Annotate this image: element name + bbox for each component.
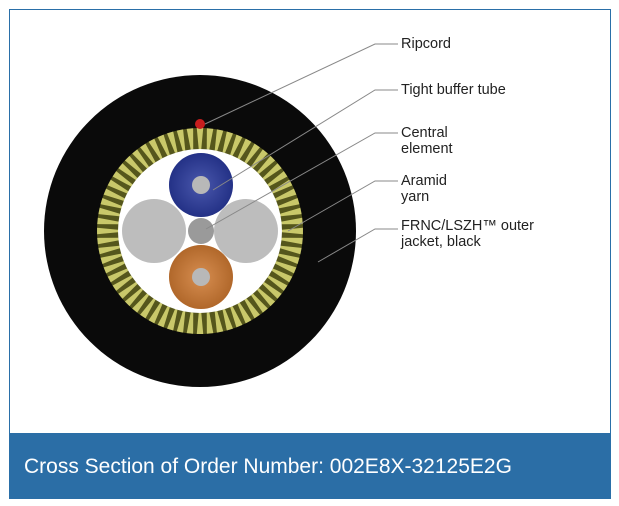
aramid-strand: [244, 298, 260, 319]
aramid-strand: [257, 288, 276, 307]
aramid-strand: [167, 131, 178, 153]
aramid-strand: [140, 143, 156, 164]
aramid-strand: [262, 163, 282, 180]
aramid-strand: [124, 155, 143, 174]
aramid-strand: [103, 188, 125, 201]
aramid-strand: [281, 217, 303, 225]
aramid-strand: [103, 261, 125, 274]
label-ripcord: Ripcord: [401, 36, 451, 52]
aramid-strand: [278, 253, 300, 264]
aramid-strand: [267, 275, 288, 291]
caption-text: Cross Section of Order Number: 002E8X-32…: [24, 455, 512, 478]
filler-right: [214, 199, 278, 263]
aramid-strand: [206, 312, 214, 334]
aramid-strand: [148, 302, 163, 324]
aramid-strand: [280, 207, 302, 217]
aramid-strand: [230, 134, 243, 156]
aramid-strand: [167, 309, 178, 331]
aramid-strand: [196, 128, 204, 150]
aramid-strand: [262, 282, 282, 299]
aramid-strand: [281, 227, 303, 235]
aramid-strand: [118, 163, 138, 180]
aramid-strand: [112, 171, 133, 187]
aramid-strand: [267, 171, 288, 187]
aramid-strand: [251, 293, 268, 313]
aramid-strand: [148, 138, 163, 160]
aramid-strand: [140, 298, 156, 319]
aramid-strand: [97, 237, 119, 245]
aramid-strand: [132, 293, 149, 313]
aramid-strand: [100, 198, 122, 209]
aramid-strand: [278, 198, 300, 209]
aramid-strand: [132, 149, 149, 169]
aramid-strand: [196, 312, 204, 334]
aramid-strand: [214, 311, 224, 333]
aramid-strand: [97, 227, 119, 235]
aramid-strand: [257, 155, 276, 174]
caption-bar: Cross Section of Order Number: 002E8X-32…: [10, 433, 610, 499]
aramid-strand: [214, 129, 224, 151]
aramid-strand: [222, 131, 233, 153]
leader-tight-buffer-tube: [212, 89, 398, 191]
aramid-strand: [118, 282, 138, 299]
aramid-strand: [244, 143, 260, 164]
aramid-strand: [275, 188, 297, 201]
aramid-strand: [107, 268, 129, 283]
aramid-strand: [107, 179, 129, 194]
leader-lines: [204, 43, 398, 263]
aramid-strand: [237, 302, 252, 324]
leader-aramid-yarn: [287, 180, 398, 232]
aramid-strand: [271, 268, 293, 283]
aramid-strand: [157, 134, 170, 156]
label-aramid-yarn: Aramid yarn: [401, 173, 447, 205]
aramid-strand: [124, 288, 143, 307]
aramid-strand: [186, 312, 194, 334]
filler-left: [122, 199, 186, 263]
fiber-blue: [192, 176, 210, 194]
aramid-strand: [206, 128, 214, 150]
aramid-strand: [230, 306, 243, 328]
label-central-element: Central element: [401, 125, 453, 157]
leader-ripcord: [204, 43, 398, 125]
aramid-strand: [98, 207, 120, 217]
aramid-strand: [280, 245, 302, 255]
aramid-strand: [176, 129, 186, 151]
aramid-strand: [100, 253, 122, 264]
aramid-strand: [222, 309, 233, 331]
leader-outer-jacket: [317, 228, 398, 263]
label-outer-jacket: FRNC/LSZH™ outer jacket, black: [401, 218, 534, 250]
aramid-strand: [237, 138, 252, 160]
aramid-strand: [186, 128, 194, 150]
leader-central-element: [205, 132, 398, 230]
label-tight-buffer-tube: Tight buffer tube: [401, 82, 506, 98]
ripcord-dot: [195, 119, 205, 129]
aramid-strand: [97, 217, 119, 225]
aramid-strand: [112, 275, 133, 291]
aramid-strand: [157, 306, 170, 328]
aramid-strand: [281, 237, 303, 245]
aramid-strand: [98, 245, 120, 255]
central-element: [188, 218, 214, 244]
aramid-strand: [176, 311, 186, 333]
fiber-orange: [192, 268, 210, 286]
aramid-strand: [275, 261, 297, 274]
